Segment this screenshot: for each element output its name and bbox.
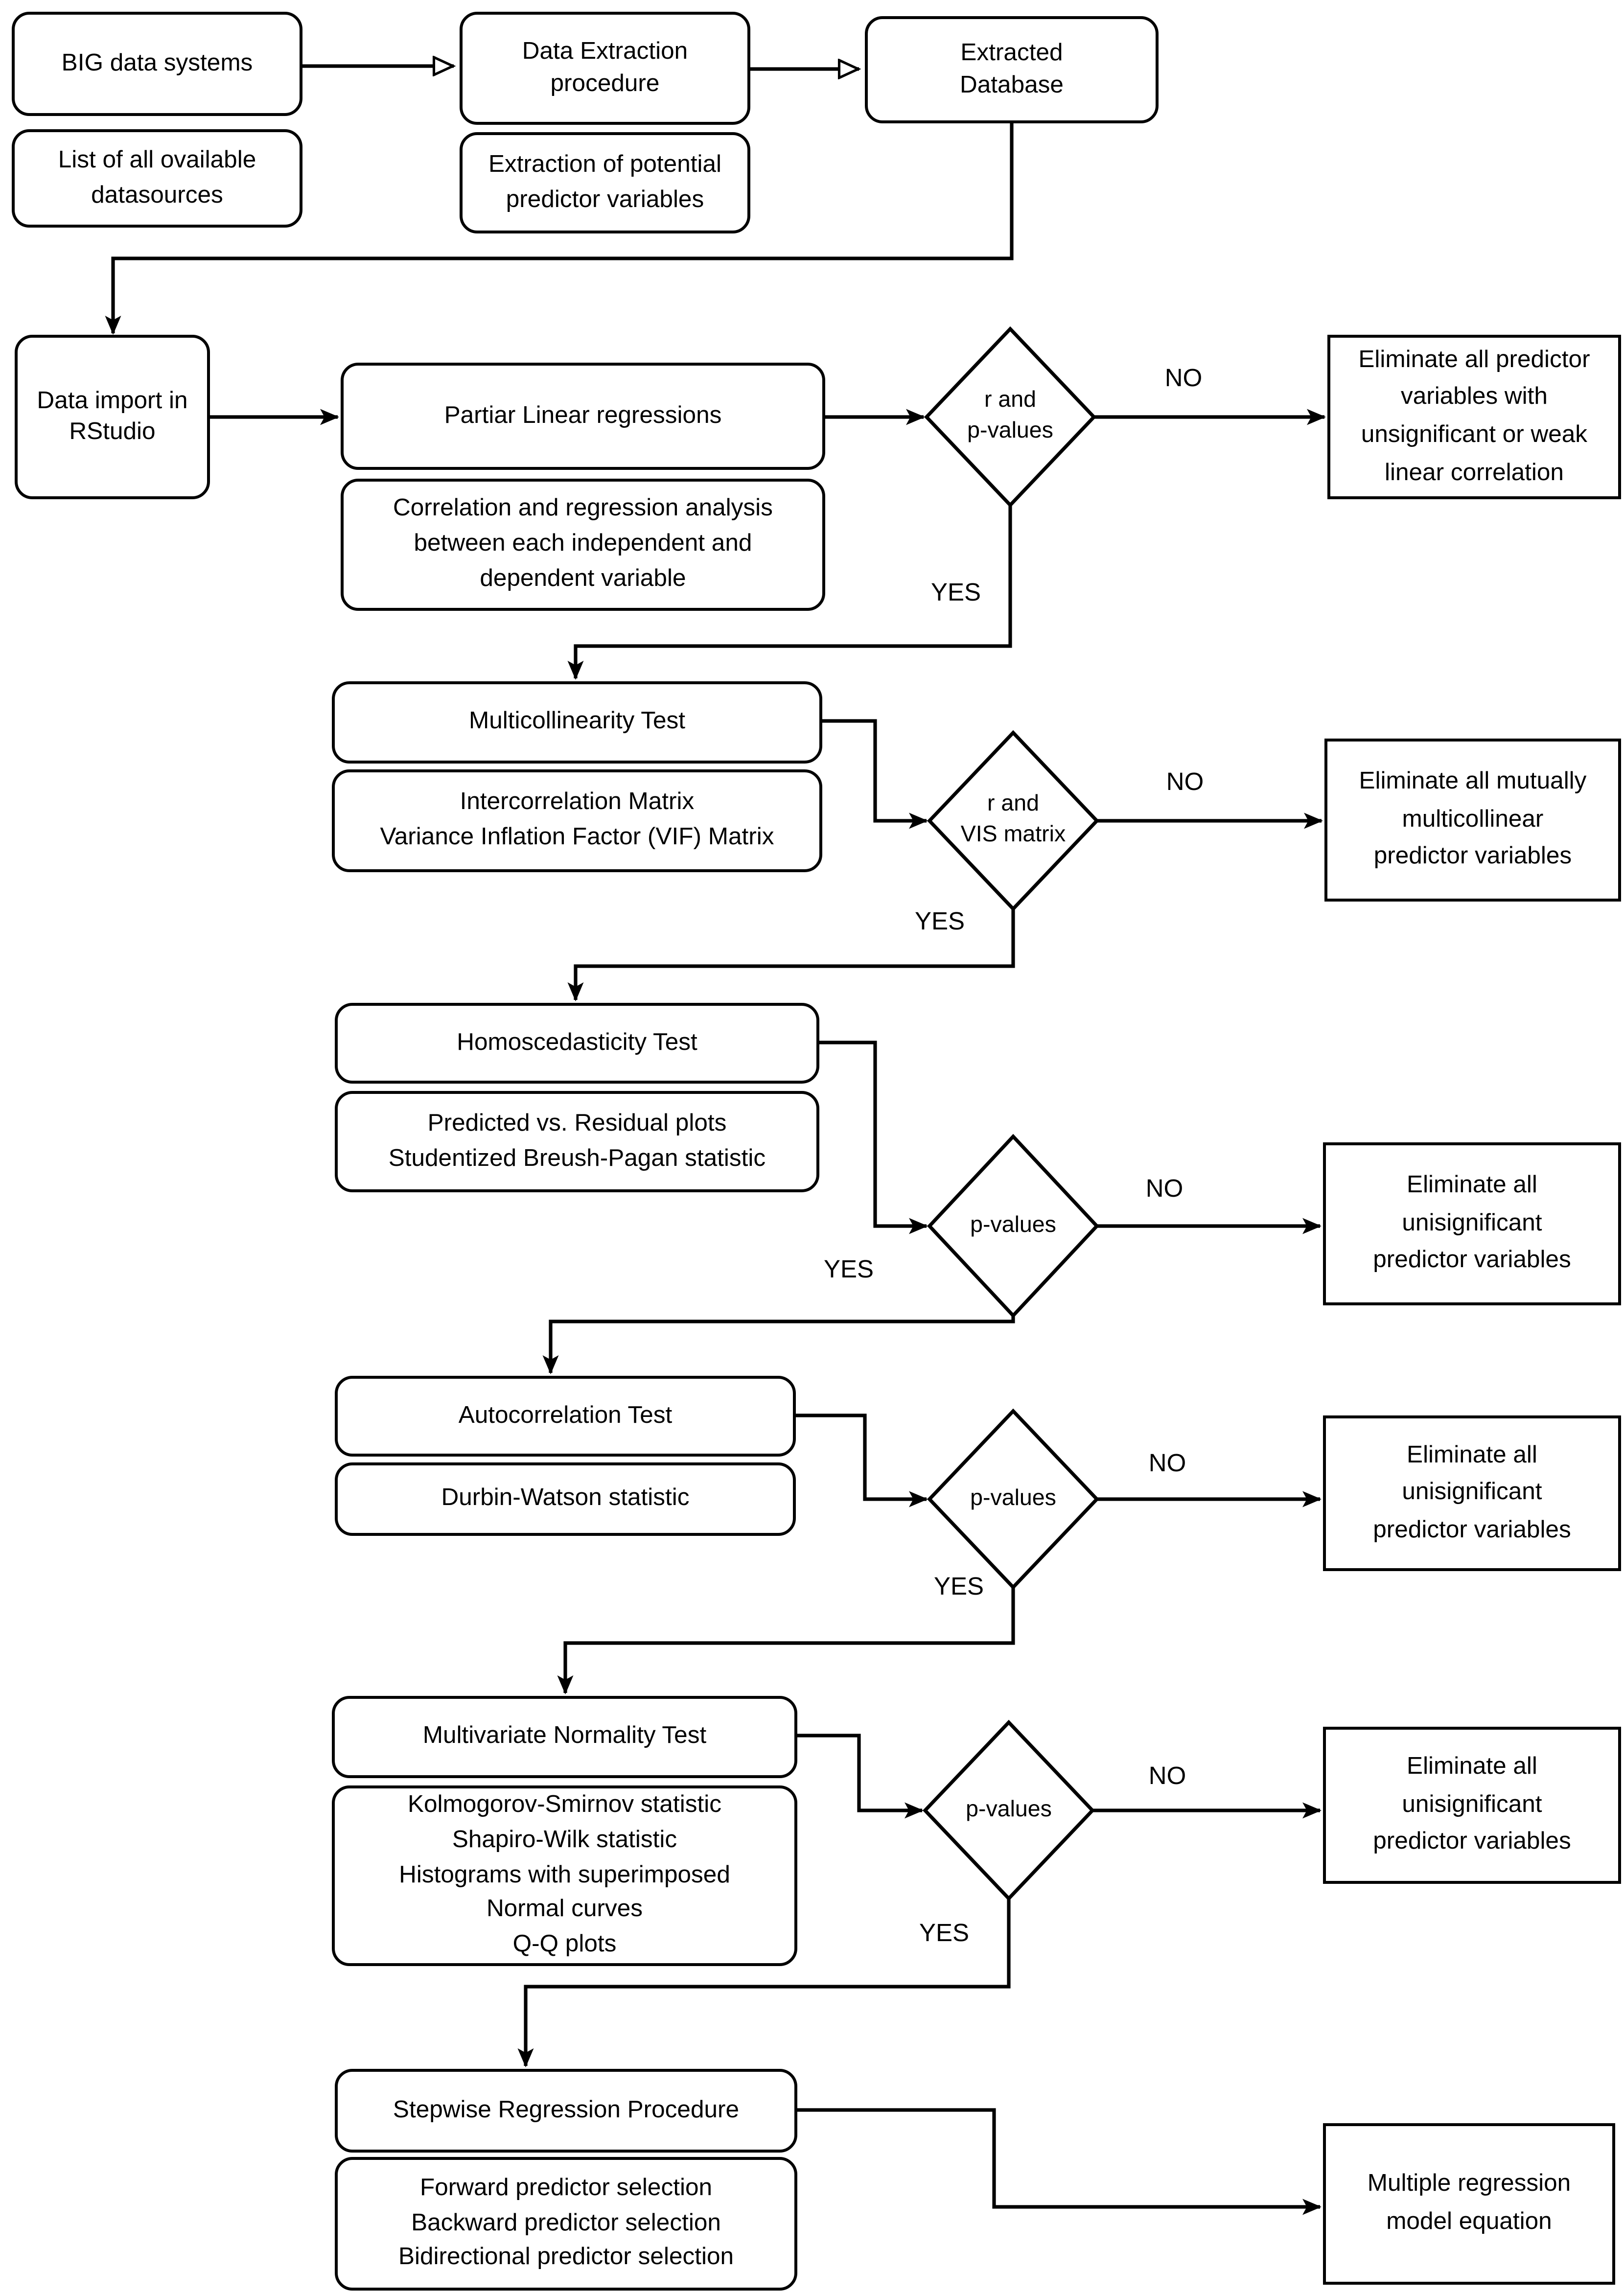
branch-label-yes-1: YES bbox=[930, 579, 981, 606]
branch-label-no-5: NO bbox=[1148, 1762, 1186, 1790]
decision-label-r-vis-matrix: r and VIS matrix bbox=[960, 791, 1066, 847]
decision-diamond-p-values-3 bbox=[923, 1719, 1095, 1901]
edge-decision4-yes bbox=[557, 1587, 1015, 1694]
branch-label-no-4: NO bbox=[1148, 1449, 1186, 1477]
node-autocorrelation-test: Autocorrelation Test bbox=[335, 1376, 796, 1457]
branch-label-no-1: NO bbox=[1164, 364, 1203, 392]
branch-label-no-3: NO bbox=[1145, 1175, 1183, 1203]
branch-label-no-2: NO bbox=[1166, 768, 1204, 796]
edge-decision3-yes bbox=[542, 1315, 1015, 1374]
node-eliminate-unisignificant-1: Eliminate all unisignificant predictor v… bbox=[1323, 1142, 1621, 1305]
node-stepwise-regression-procedure: Stepwise Regression Procedure bbox=[335, 2069, 797, 2153]
node-big-data-systems: BIG data systems bbox=[12, 12, 302, 116]
node-eliminate-unisignificant-2: Eliminate all unisignificant predictor v… bbox=[1323, 1415, 1621, 1571]
decision-label-p-values-3: p-values bbox=[966, 1796, 1052, 1822]
branch-label-yes-5: YES bbox=[919, 1919, 970, 1947]
node-eliminate-weak-correlation: Eliminate all predictor variables with u… bbox=[1327, 335, 1621, 499]
note-homoscedasticity-test: Predicted vs. Residual plots Studentized… bbox=[335, 1091, 819, 1192]
decision-label-p-values-2: p-values bbox=[970, 1485, 1056, 1510]
branch-label-yes-4: YES bbox=[933, 1573, 984, 1600]
edge-autocorrelation-to-decision4 bbox=[796, 1413, 928, 1507]
note-multivariate-normality-test: Kolmogorov-Smirnov statistic Shapiro-Wil… bbox=[332, 1785, 797, 1966]
decision-label-p-values-1: p-values bbox=[970, 1212, 1056, 1237]
note-stepwise-regression-procedure: Forward predictor selection Backward pre… bbox=[335, 2157, 797, 2291]
note-partial-linear-regressions: Correlation and regression analysis betw… bbox=[341, 479, 825, 611]
decision-diamond-r-vis-matrix bbox=[927, 730, 1099, 912]
edge-multicollinearity-to-decision2 bbox=[822, 719, 928, 829]
node-partial-linear-regressions: Partiar Linear regressions bbox=[341, 363, 825, 470]
node-eliminate-unisignificant-3: Eliminate all unisignificant predictor v… bbox=[1323, 1727, 1621, 1884]
branch-label-yes-2: YES bbox=[914, 907, 965, 935]
node-eliminate-multicollinear: Eliminate all mutually multicollinear pr… bbox=[1324, 739, 1621, 902]
edge-normality-to-decision5 bbox=[797, 1734, 924, 1819]
node-homoscedasticity-test: Homoscedasticity Test bbox=[335, 1003, 819, 1084]
edge-stepwise-to-result bbox=[797, 2108, 1322, 2215]
edge-decision2-yes bbox=[567, 908, 1015, 1001]
decision-diamond-r-p-values bbox=[924, 326, 1096, 508]
note-autocorrelation-test: Durbin-Watson statistic bbox=[335, 1462, 796, 1536]
edge-homoscedasticity-to-decision3 bbox=[819, 1041, 928, 1234]
decision-diamond-p-values-1 bbox=[927, 1134, 1099, 1319]
note-data-extraction-procedure: Extraction of potential predictor variab… bbox=[460, 132, 750, 233]
note-multicollinearity-test: Intercorrelation Matrix Variance Inflati… bbox=[332, 769, 822, 872]
edge-database-to-import bbox=[105, 123, 1014, 335]
edge-decision5-yes bbox=[517, 1898, 1011, 2067]
node-multiple-regression-model-equation: Multiple regression model equation bbox=[1323, 2123, 1615, 2285]
note-big-data-systems: List of all ovailable datasources bbox=[12, 129, 302, 228]
decision-label-r-p-values: r and p-values bbox=[967, 388, 1053, 443]
node-multicollinearity-test: Multicollinearity Test bbox=[332, 681, 822, 764]
decision-diamond-p-values-2 bbox=[927, 1408, 1099, 1590]
edge-decision1-yes bbox=[567, 505, 1012, 680]
node-extracted-database: Extracted Database bbox=[865, 16, 1159, 123]
node-multivariate-normality-test: Multivariate Normality Test bbox=[332, 1696, 797, 1778]
node-data-extraction-procedure: Data Extraction procedure bbox=[460, 12, 750, 125]
branch-label-yes-3: YES bbox=[823, 1255, 874, 1283]
node-data-import-rstudio: Data import in RStudio bbox=[15, 335, 210, 499]
